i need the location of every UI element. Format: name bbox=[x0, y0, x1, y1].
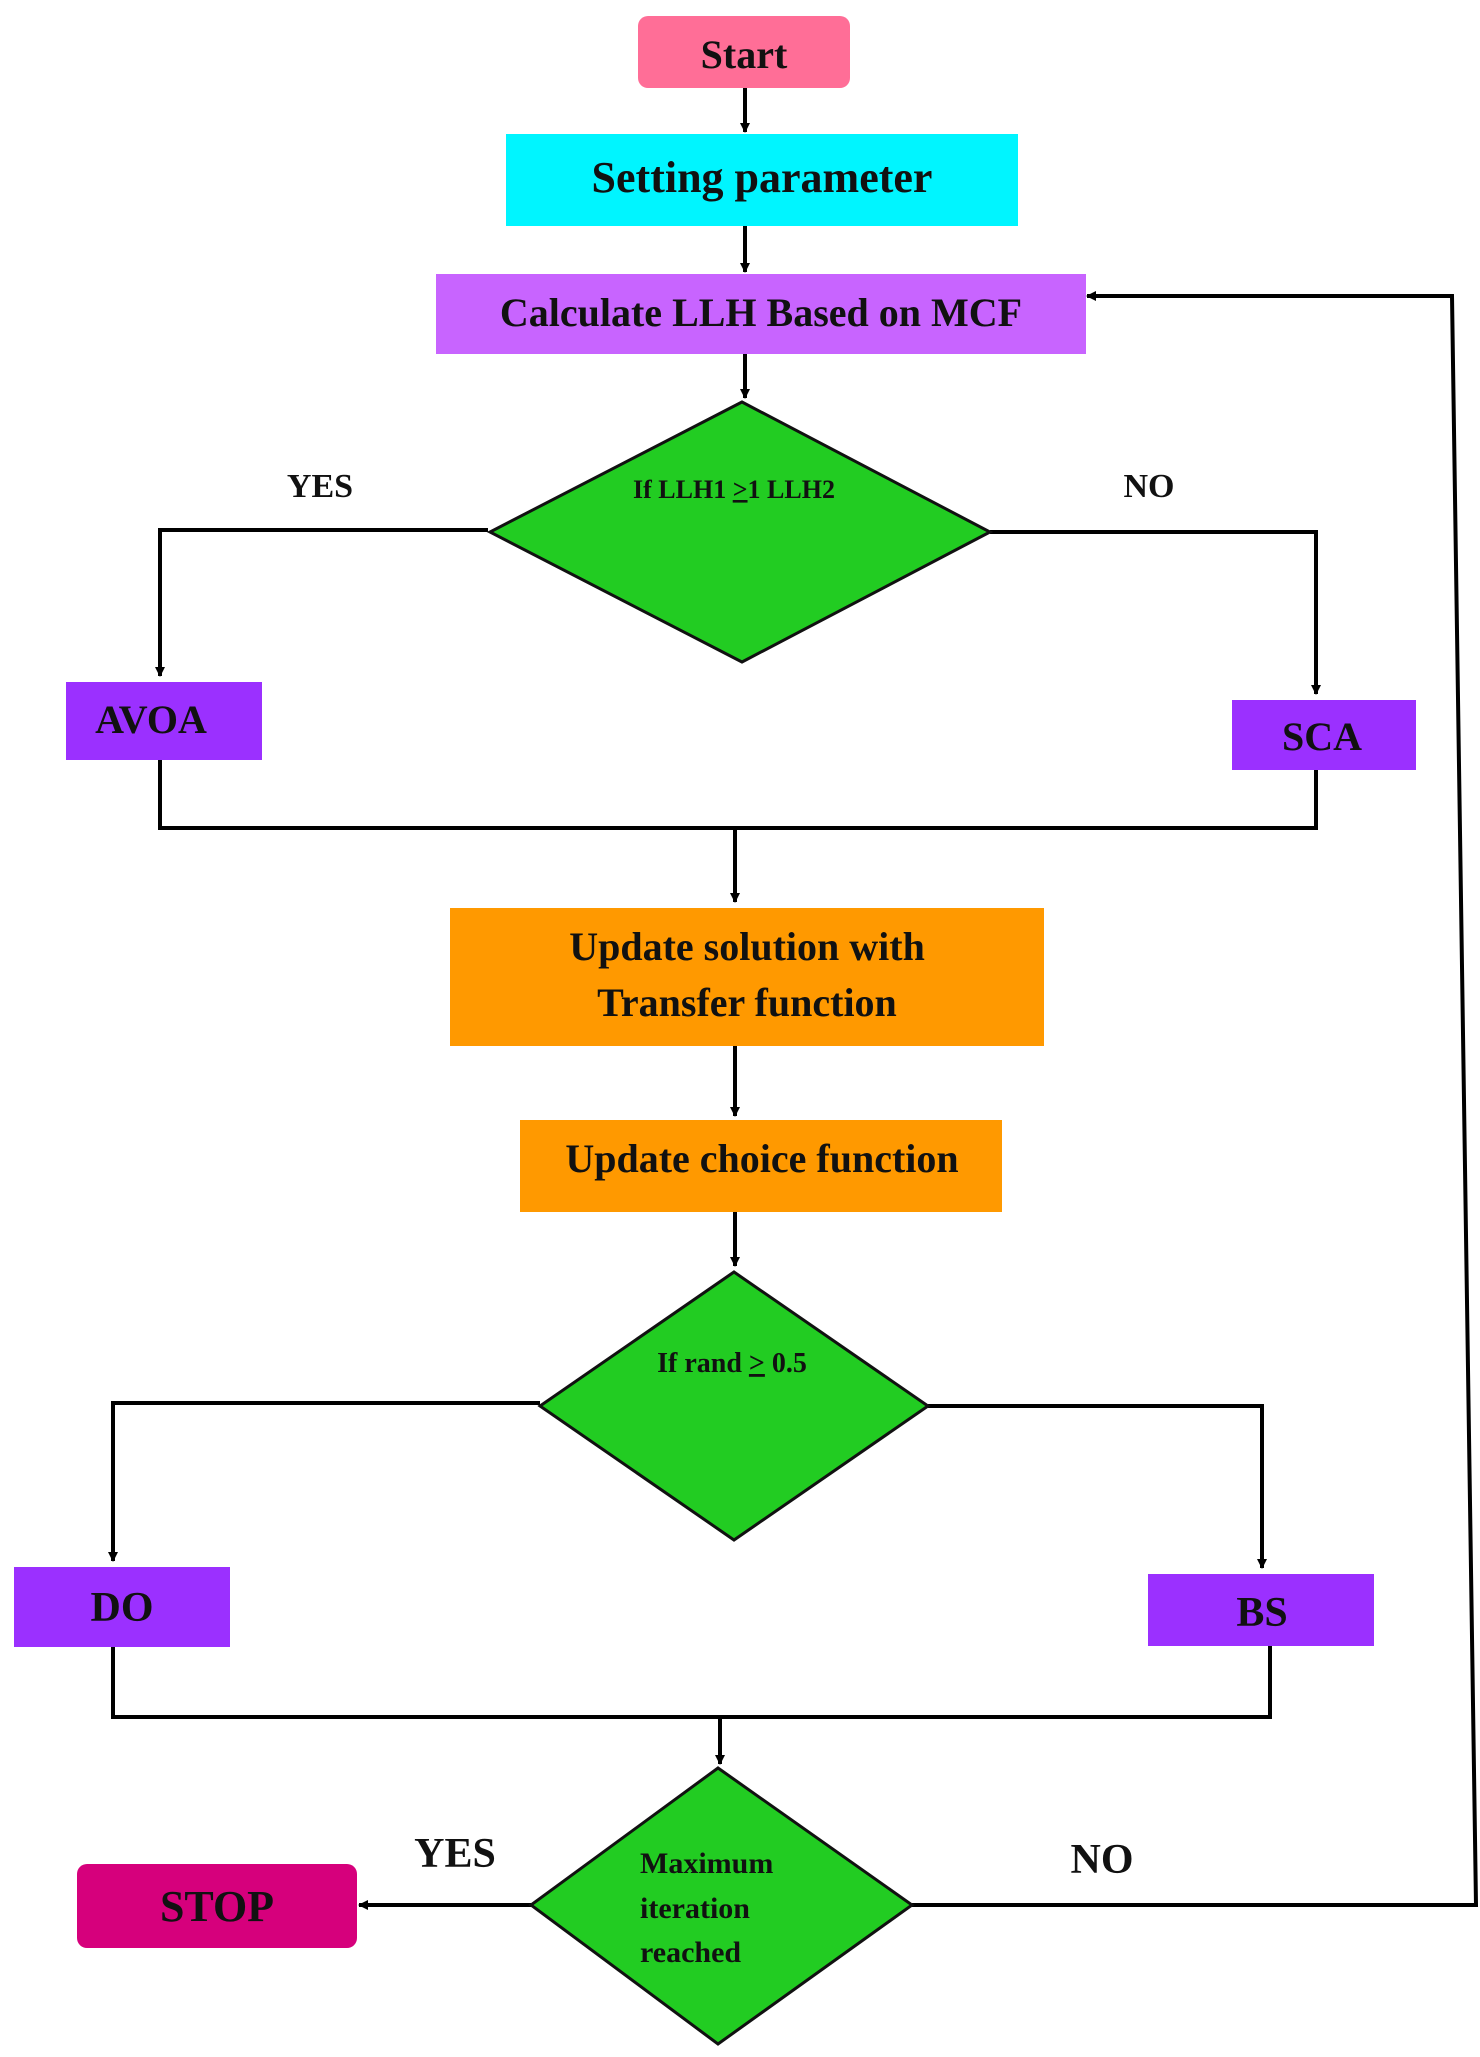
do-label: DO bbox=[91, 1585, 154, 1631]
start-box bbox=[638, 16, 850, 88]
update-solution-label-line1: Update solution with bbox=[569, 924, 925, 969]
edge-avoa-merge bbox=[158, 758, 1318, 830]
setting-parameter-label: Setting parameter bbox=[592, 153, 933, 202]
llh-condition-no-label: NO bbox=[1124, 468, 1175, 505]
max-iteration-label-line1: Maximum bbox=[640, 1847, 773, 1880]
rand-condition-node: If rand > 0.5 bbox=[537, 1270, 931, 1542]
edge-cond2-right-to-bs bbox=[928, 1404, 1267, 1569]
update-solution-node: Update solution with Transfer function bbox=[450, 908, 1044, 1046]
llh-condition-yes-label: YES bbox=[287, 468, 353, 505]
edge-cond1-no-to-sca bbox=[990, 530, 1321, 695]
edge-cond3-no-loop-to-calc bbox=[912, 291, 1479, 1907]
stop-label: STOP bbox=[160, 1882, 274, 1931]
rand-condition-diamond bbox=[537, 1270, 931, 1542]
max-iteration-yes-label: YES bbox=[414, 1831, 496, 1877]
update-solution-box bbox=[450, 908, 1044, 1046]
llh-condition-node: If LLH1 >1 LLH2 bbox=[486, 400, 994, 664]
edge-cond2-left-to-do bbox=[108, 1401, 540, 1562]
sca-label: SCA bbox=[1282, 714, 1362, 759]
update-choice-label: Update choice function bbox=[565, 1136, 958, 1181]
avoa-label: AVOA bbox=[95, 697, 207, 742]
calculate-llh-node: Calculate LLH Based on MCF bbox=[436, 274, 1086, 354]
bs-label: BS bbox=[1236, 1590, 1287, 1636]
do-box bbox=[14, 1567, 230, 1647]
llh-condition-diamond bbox=[486, 400, 994, 664]
sca-node: SCA bbox=[1232, 700, 1416, 770]
max-iteration-label-line3: reached bbox=[640, 1936, 741, 1969]
rand-condition-operator: > bbox=[749, 1348, 765, 1379]
edge-do-merge bbox=[111, 1645, 1272, 1719]
update-choice-node: Update choice function bbox=[520, 1120, 1002, 1212]
update-solution-label-line2: Transfer function bbox=[597, 980, 897, 1025]
stop-node: STOP bbox=[77, 1864, 357, 1948]
max-iteration-diamond bbox=[528, 1766, 915, 2046]
start-node: Start bbox=[638, 16, 850, 88]
setting-parameter-box bbox=[506, 134, 1018, 226]
sca-box bbox=[1232, 700, 1416, 770]
rand-condition-label: If rand > 0.5 bbox=[657, 1348, 807, 1379]
bs-node: BS bbox=[1148, 1574, 1374, 1646]
start-label: Start bbox=[701, 32, 788, 77]
update-choice-box bbox=[520, 1120, 1002, 1212]
avoa-box bbox=[66, 682, 262, 760]
max-iteration-no-label: NO bbox=[1071, 1837, 1134, 1883]
llh-condition-label: If LLH1 >1 LLH2 bbox=[633, 475, 835, 504]
avoa-node: AVOA bbox=[66, 682, 262, 760]
rand-condition-suffix: 0.5 bbox=[765, 1348, 807, 1379]
bs-box bbox=[1148, 1574, 1374, 1646]
llh-condition-operator: > bbox=[733, 475, 748, 504]
llh-condition-prefix: If LLH1 bbox=[633, 475, 733, 504]
edges bbox=[108, 88, 1479, 1910]
setting-parameter-node: Setting parameter bbox=[506, 134, 1018, 226]
max-iteration-condition-node: Maximum iteration reached bbox=[528, 1766, 915, 2046]
calculate-llh-label: Calculate LLH Based on MCF bbox=[500, 290, 1022, 335]
calculate-llh-box bbox=[436, 274, 1086, 354]
stop-box bbox=[77, 1864, 357, 1948]
llh-condition-suffix: 1 LLH2 bbox=[748, 475, 835, 504]
edge-cond1-yes-to-avoa bbox=[155, 528, 488, 677]
rand-condition-prefix: If rand bbox=[657, 1348, 749, 1379]
max-iteration-label-line2: iteration bbox=[640, 1892, 750, 1925]
do-node: DO bbox=[14, 1567, 230, 1647]
